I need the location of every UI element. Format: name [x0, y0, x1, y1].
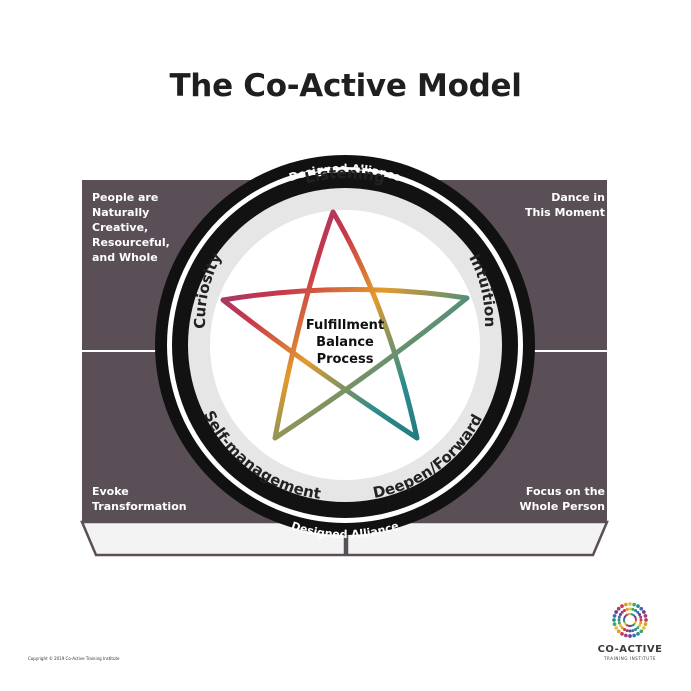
logo-dot: [634, 617, 637, 620]
logo-dot: [643, 622, 648, 626]
quadrant-tl-line: Naturally: [92, 206, 150, 219]
base-left: [80, 520, 347, 557]
quadrant-bl-line: Transformation: [92, 500, 187, 513]
logo-dot: [628, 602, 632, 606]
logo-dot: [639, 618, 643, 622]
logo-dot: [617, 615, 621, 619]
logo-name: CO-ACTIVE: [597, 644, 663, 655]
copyright-text: Copyright © 2019 Co-Active Training Inst…: [28, 656, 120, 661]
logo-dot: [639, 621, 643, 625]
center-line-1: Fulfillment: [306, 318, 384, 333]
logo-dot: [636, 626, 640, 630]
skill-label-listening: Listening: [303, 164, 387, 187]
logo-dot: [623, 608, 626, 612]
quadrant-tl-line: and Whole: [92, 251, 158, 264]
logo-dot: [614, 626, 618, 630]
logo-dot: [620, 632, 624, 636]
logo-dot: [614, 610, 618, 614]
logo-dot: [616, 606, 621, 611]
quadrant-bl-line: Evoke: [92, 485, 129, 498]
center-line-2: Balance: [316, 335, 374, 350]
logo-dot: [636, 632, 640, 636]
page-title: The Co-Active Model: [169, 68, 522, 104]
logo-dot: [617, 618, 621, 622]
logo-dot: [617, 621, 621, 625]
logo-dot: [612, 622, 617, 626]
quadrant-br-line: Focus on the: [525, 485, 605, 498]
logo-dot: [624, 633, 628, 638]
logo-dot: [616, 629, 621, 634]
logo-dot: [625, 607, 629, 611]
logo-dot: [631, 607, 635, 611]
logo-dot: [632, 633, 636, 638]
logo-dot: [620, 626, 624, 630]
logo-dot: [634, 628, 637, 632]
logo-dot: [628, 607, 632, 611]
quadrant-label-top-left: People are Naturally Creative, Resourcef…: [92, 190, 222, 265]
logo-dot: [623, 628, 626, 632]
logo-dot: [624, 602, 628, 607]
logo-dot: [628, 629, 632, 633]
logo-dot: [644, 618, 648, 622]
quadrant-label-top-right: Dance in This Moment: [485, 190, 605, 220]
co-active-logo-icon: [612, 602, 648, 638]
logo-dot: [612, 614, 617, 618]
logo-dot: [638, 613, 642, 616]
quadrant-tl-line: Creative,: [92, 221, 149, 234]
logo-subtitle: TRAINING INSTITUTE: [604, 656, 656, 661]
quadrant-tr-line: Dance in: [551, 191, 605, 204]
logo-dot: [639, 615, 643, 619]
logo-dot: [618, 613, 622, 616]
logo-dot: [636, 610, 640, 614]
quadrant-tl-line: People are: [92, 191, 159, 204]
quadrant-label-bottom-right: Focus on the Whole Person: [485, 484, 605, 514]
quadrant-tr-line: This Moment: [525, 206, 605, 219]
logo-dot: [642, 626, 646, 630]
center-text: Fulfillment Balance Process: [306, 318, 384, 367]
svg-text:Listening: Listening: [303, 164, 387, 187]
logo-wordmark: CO-ACTIVE TRAINING INSTITUTE: [592, 644, 668, 661]
quadrant-tl-line: Resourceful,: [92, 236, 170, 249]
quadrant-label-bottom-left: Evoke Transformation: [92, 484, 222, 514]
logo-dot: [634, 608, 637, 612]
logo-dot: [636, 604, 640, 608]
logo-dot: [642, 610, 646, 614]
logo-dot: [620, 604, 624, 608]
base-right: [345, 520, 609, 557]
center-line-3: Process: [317, 352, 374, 367]
quadrant-br-line: Whole Person: [519, 500, 605, 513]
logo-dot: [625, 629, 629, 633]
logo-dot: [639, 629, 644, 634]
logo-dot: [638, 624, 642, 627]
logo-dot: [632, 602, 636, 607]
logo-dot: [631, 629, 635, 633]
logo-dot: [612, 618, 616, 622]
logo-dot: [618, 624, 622, 627]
logo-dot: [643, 614, 648, 618]
logo-dot: [620, 610, 624, 614]
logo-dot: [639, 606, 644, 611]
curved-star-icon: [220, 209, 470, 441]
logo-dot: [628, 634, 632, 638]
